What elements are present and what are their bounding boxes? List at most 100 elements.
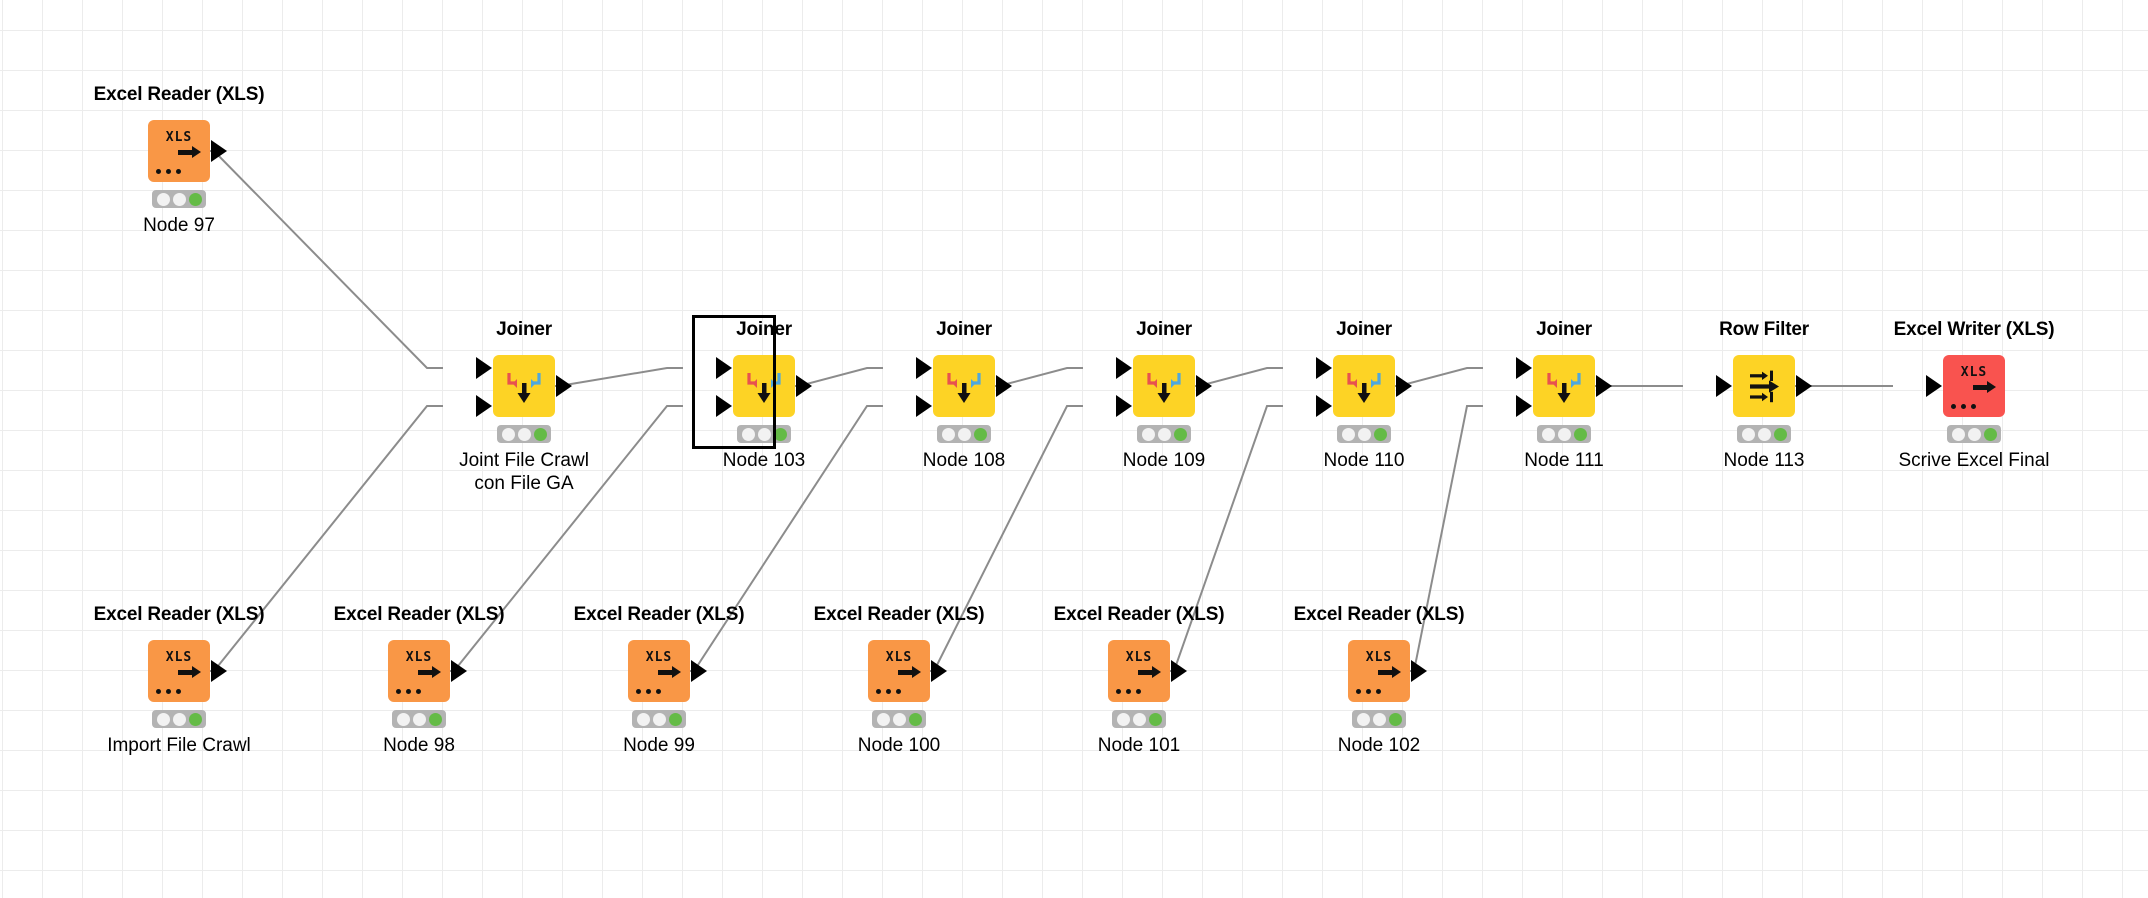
node-icon-box[interactable] (716, 355, 812, 417)
xls-label: XLS (645, 650, 673, 665)
node-icon-box[interactable]: XLS (148, 640, 227, 702)
node-body[interactable]: XLS (359, 640, 479, 702)
node-icon-box[interactable]: XLS (868, 640, 947, 702)
connection-node99-to-node108[interactable] (678, 405, 883, 672)
input-port-1[interactable] (1516, 357, 1532, 379)
status-lamp-green (188, 712, 202, 726)
ellipsis-icon (1356, 689, 1381, 694)
node-body[interactable]: XLS (839, 640, 959, 702)
input-port-2[interactable] (916, 395, 932, 417)
ellipsis-icon (876, 689, 901, 694)
joiner-icon (747, 373, 781, 403)
input-port-2[interactable] (716, 395, 732, 417)
output-port-1[interactable] (1196, 375, 1212, 397)
node-body[interactable] (1504, 355, 1624, 417)
node-body[interactable] (1304, 355, 1424, 417)
node-body[interactable]: XLS (1914, 355, 2034, 417)
output-port-1[interactable] (931, 660, 947, 682)
input-port-2[interactable] (1116, 395, 1132, 417)
node-icon-box[interactable] (1716, 355, 1812, 417)
status-lamp-green (533, 427, 547, 441)
node-body[interactable]: XLS (1079, 640, 1199, 702)
status-lamp-off (517, 427, 531, 441)
status-lamp-off (1157, 427, 1171, 441)
node-icon-box[interactable] (916, 355, 1012, 417)
connection-node102-to-node111[interactable] (1398, 405, 1483, 672)
node-body[interactable] (704, 355, 824, 417)
output-port-1[interactable] (451, 660, 467, 682)
node-title: Joiner (736, 319, 792, 340)
output-port-1[interactable] (796, 375, 812, 397)
node-icon-box[interactable] (1516, 355, 1612, 417)
node-body[interactable]: XLS (599, 640, 719, 702)
node-icon-box[interactable]: XLS (1926, 355, 2005, 417)
node-icon-box[interactable]: XLS (1108, 640, 1187, 702)
status-lamp-off (1557, 427, 1571, 441)
output-port-1[interactable] (1396, 375, 1412, 397)
connection-node101-to-node110[interactable] (1158, 405, 1283, 672)
node-body[interactable] (904, 355, 1024, 417)
node-icon-box[interactable]: XLS (148, 120, 227, 182)
output-port-1[interactable] (1171, 660, 1187, 682)
status-traffic-light (497, 425, 551, 443)
row-filter-icon (1750, 370, 1779, 403)
node-body[interactable] (1104, 355, 1224, 417)
connection-node97-to-node-joint-file-crawl[interactable] (198, 150, 443, 369)
input-port-2[interactable] (1516, 395, 1532, 417)
status-traffic-light (1352, 710, 1406, 728)
input-port-1[interactable] (916, 357, 932, 379)
status-traffic-light (1337, 425, 1391, 443)
node-icon-box[interactable]: XLS (628, 640, 707, 702)
input-port-1[interactable] (1926, 375, 1942, 397)
node-icon-box[interactable] (476, 355, 572, 417)
output-port-1[interactable] (211, 660, 227, 682)
node-body[interactable] (464, 355, 584, 417)
connection-node100-to-node109[interactable] (918, 405, 1083, 672)
node-icon-box[interactable]: XLS (388, 640, 467, 702)
output-port-1[interactable] (1796, 375, 1812, 397)
arrow-right-icon (1973, 381, 1996, 393)
input-port-2[interactable] (1316, 395, 1332, 417)
status-lamp-off (741, 427, 755, 441)
node-icon-box[interactable]: XLS (1348, 640, 1427, 702)
node-body[interactable]: XLS (119, 640, 239, 702)
input-port-1[interactable] (1116, 357, 1132, 379)
node-body[interactable]: XLS (1319, 640, 1439, 702)
input-port-1[interactable] (716, 357, 732, 379)
input-port-2[interactable] (476, 395, 492, 417)
output-port-1[interactable] (211, 140, 227, 162)
output-port-1[interactable] (691, 660, 707, 682)
node-title: Excel Reader (XLS) (1293, 604, 1465, 625)
node-body[interactable] (1704, 355, 1824, 417)
status-lamp-off (757, 427, 771, 441)
output-port-1[interactable] (1596, 375, 1612, 397)
input-port-1[interactable] (1316, 357, 1332, 379)
node-icon-box[interactable] (1116, 355, 1212, 417)
output-port-1[interactable] (996, 375, 1012, 397)
connection-node-import-file-crawl-to-node-joint-file-crawl[interactable] (198, 405, 443, 672)
node-icon-box[interactable] (1316, 355, 1412, 417)
input-port-1[interactable] (476, 357, 492, 379)
node-body[interactable]: XLS (119, 120, 239, 182)
connection-node98-to-node103[interactable] (438, 405, 683, 672)
input-port-1[interactable] (1716, 375, 1732, 397)
output-port-1[interactable] (556, 375, 572, 397)
status-lamp-green (1148, 712, 1162, 726)
output-port-1[interactable] (1411, 660, 1427, 682)
